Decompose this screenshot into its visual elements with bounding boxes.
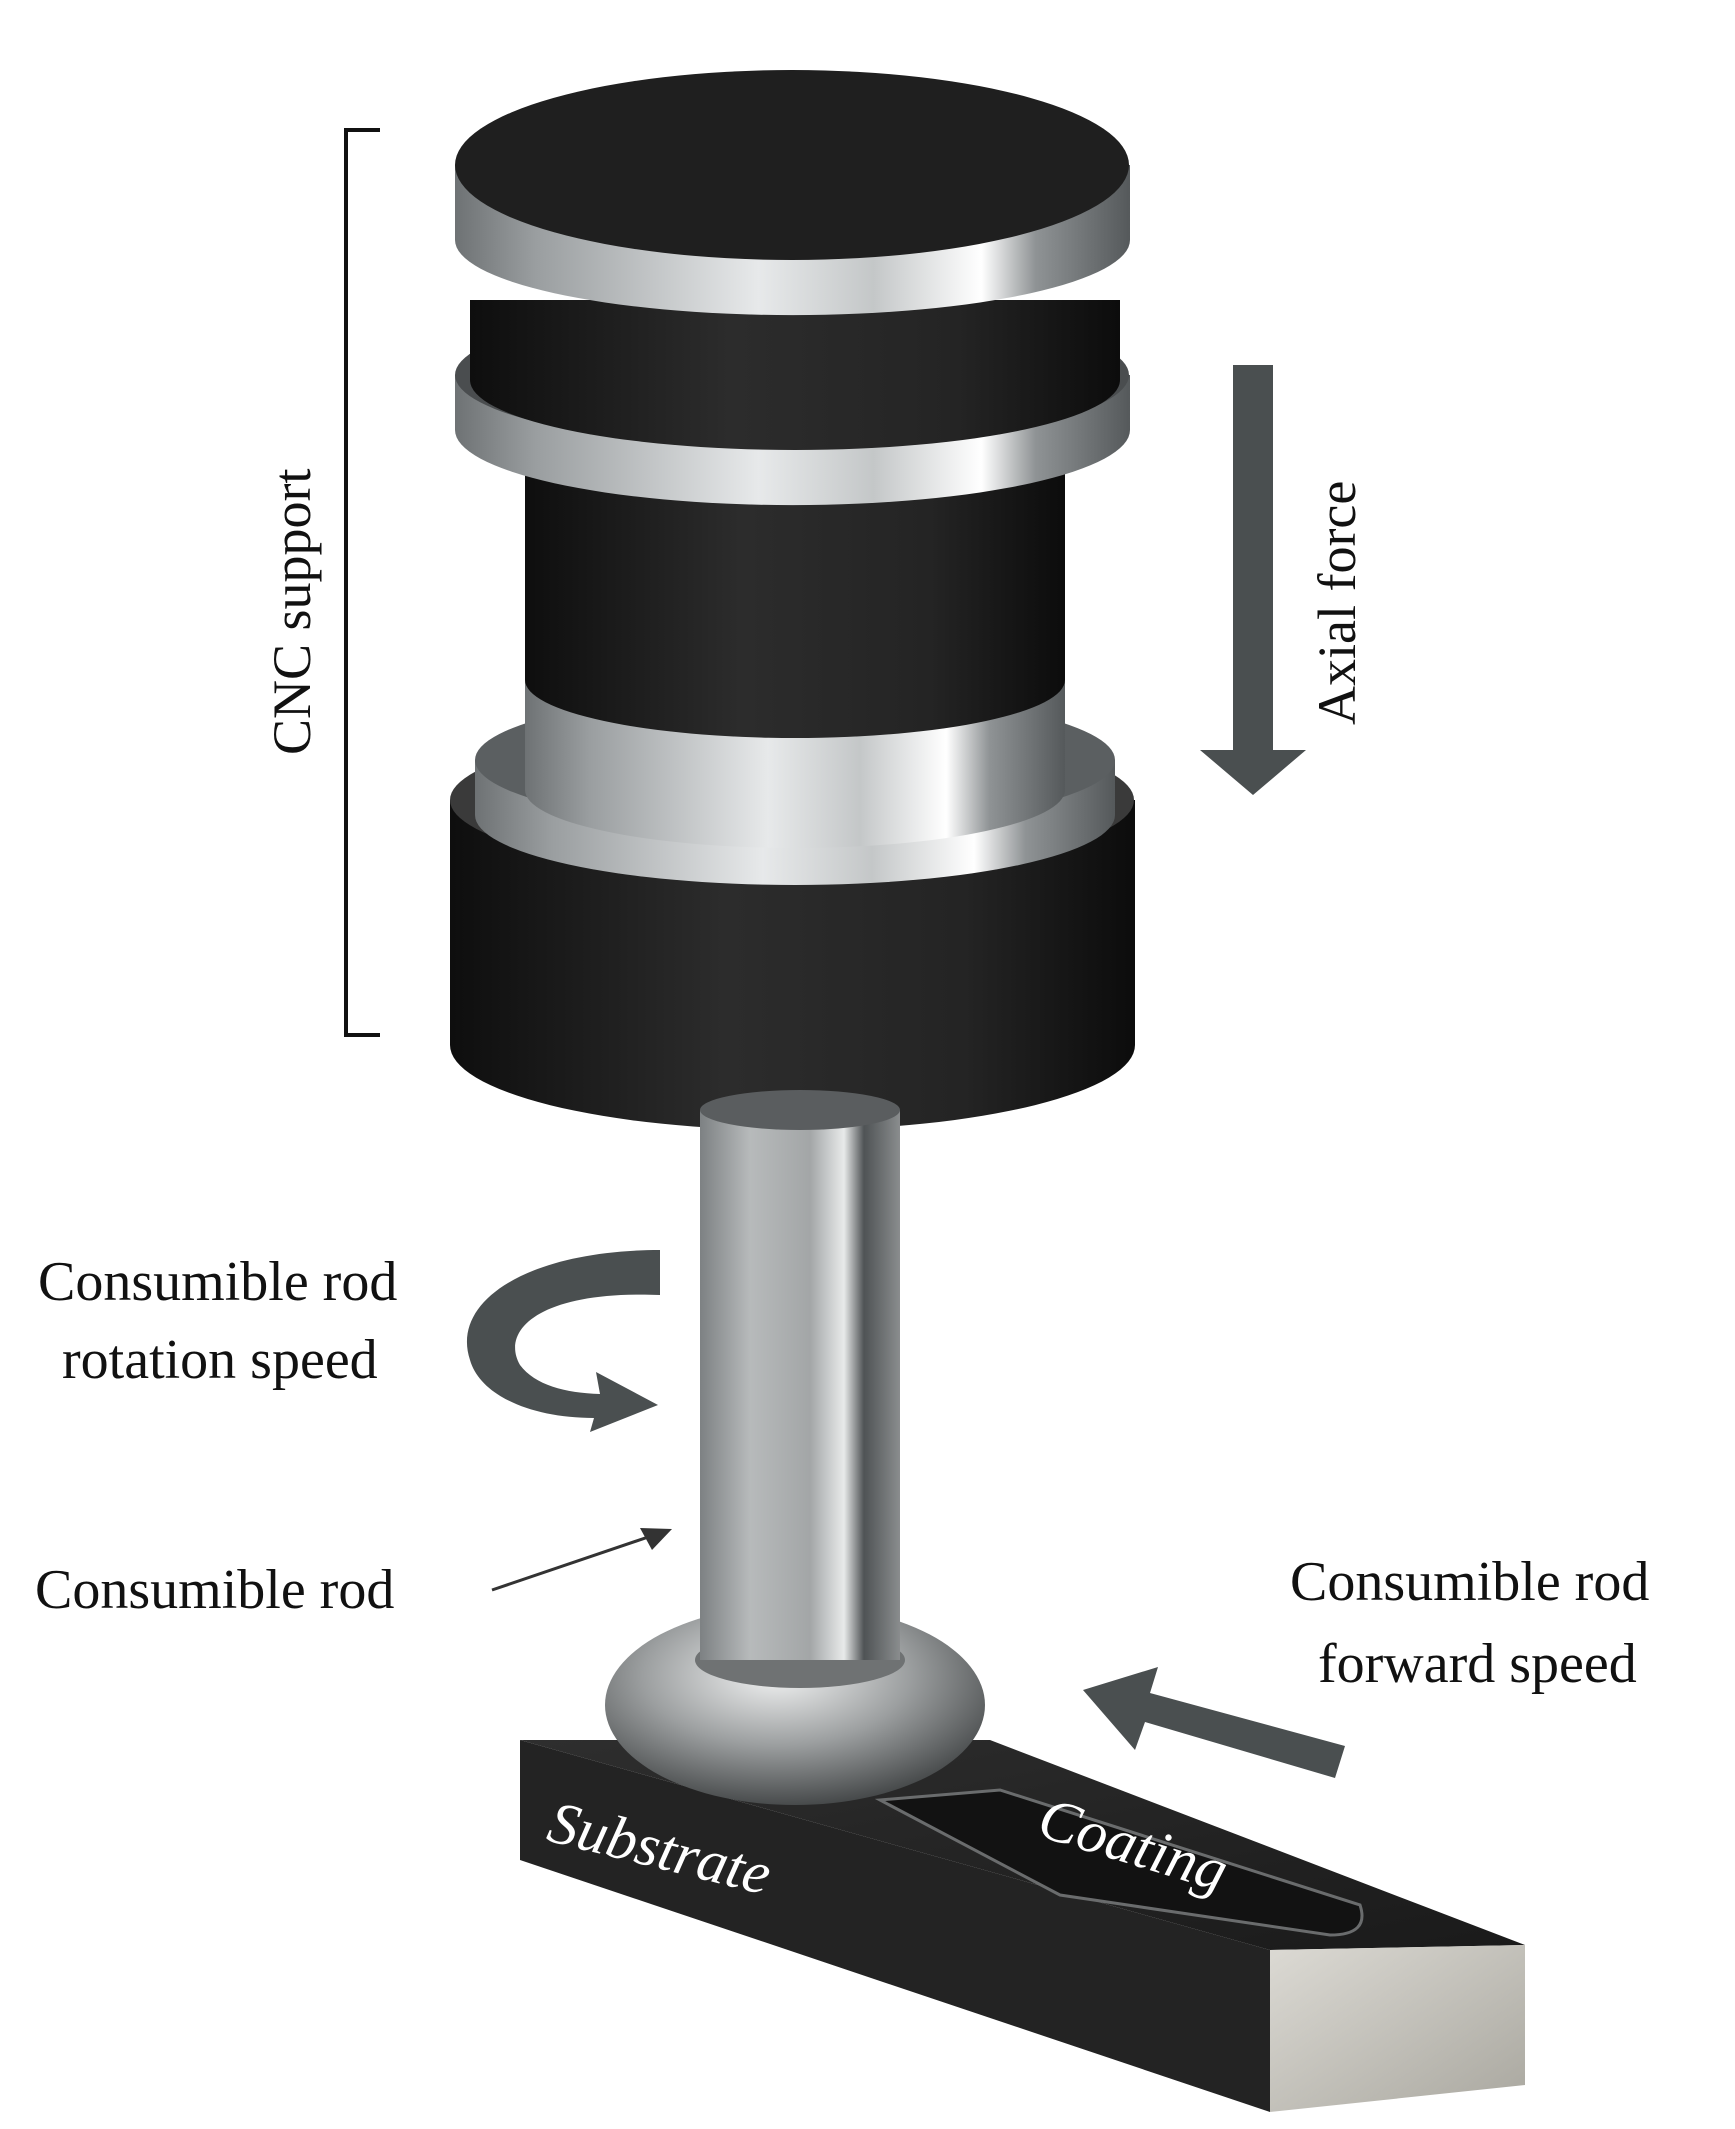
flash-deposit [605, 1600, 985, 1805]
forward-speed-label-line1: Consumible rod [1290, 1551, 1649, 1613]
plate-end-face [1270, 1945, 1525, 2112]
consumable-rod-shape [700, 1090, 900, 1690]
axial-force-label: Axial force [1307, 481, 1367, 725]
middle-dark-body [525, 440, 1065, 738]
rotation-arrow [466, 1250, 660, 1432]
forward-speed-arrow [1083, 1667, 1345, 1778]
lower-dark-collar [450, 800, 1135, 1131]
cnc-support-label: CNC support [262, 468, 322, 755]
cnc-support-body [450, 70, 1135, 1131]
cnc-support-bracket [344, 128, 380, 1037]
consumable-rod-label: Consumible rod [35, 1559, 394, 1621]
plate-front-face [520, 1740, 1270, 2112]
substrate-plate [520, 1740, 1525, 2112]
top-cap [455, 70, 1129, 260]
consumable-rod-pointer [491, 1528, 672, 1592]
dark-groove [470, 300, 1120, 450]
forward-speed-label-line2: forward speed [1318, 1633, 1637, 1695]
rotation-speed-label-line1: Consumible rod [38, 1251, 397, 1313]
coating-track [874, 1788, 1364, 1937]
axial-force-arrow [1200, 365, 1306, 795]
rotation-speed-label-line2: rotation speed [62, 1329, 378, 1391]
